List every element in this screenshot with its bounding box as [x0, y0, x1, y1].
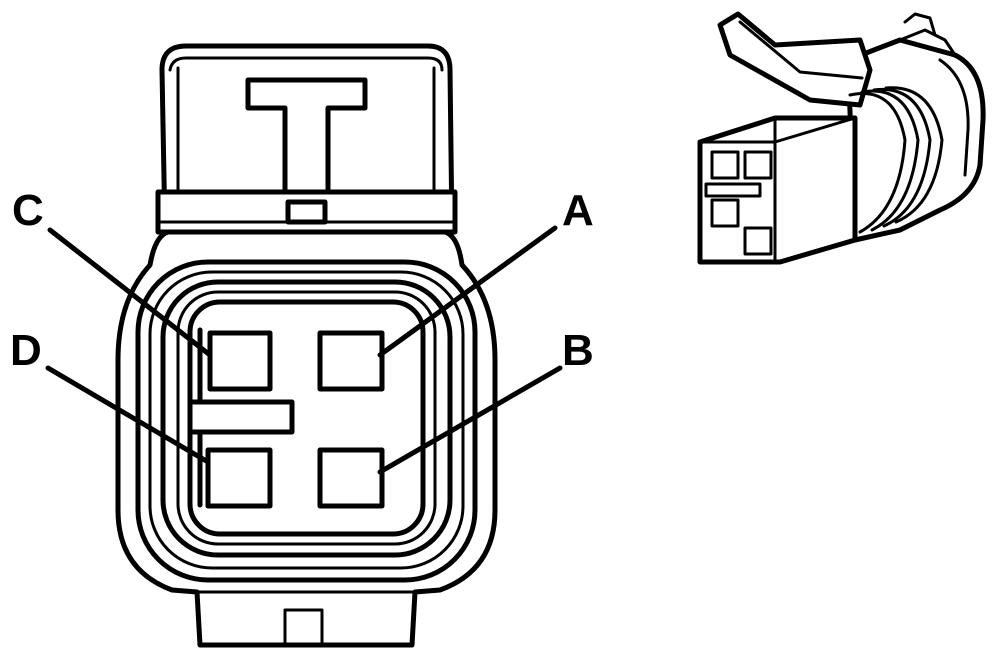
cavity-d — [205, 447, 273, 509]
leader-line-b — [377, 365, 563, 475]
cavity-a — [317, 330, 385, 392]
leader-line-d — [45, 365, 211, 465]
leader-line-a — [377, 225, 558, 358]
cavity-c — [207, 330, 273, 392]
pin-label-d: D — [10, 326, 42, 375]
connector-face-view: C A D B — [10, 43, 594, 648]
latch-housing — [155, 43, 458, 235]
leader-line-c — [47, 227, 213, 358]
pin-label-a: A — [562, 186, 594, 235]
cavity-b — [317, 447, 385, 509]
pin-label-b: B — [562, 326, 594, 375]
pin-label-c: C — [12, 186, 44, 235]
connector-3d-view — [697, 11, 986, 265]
